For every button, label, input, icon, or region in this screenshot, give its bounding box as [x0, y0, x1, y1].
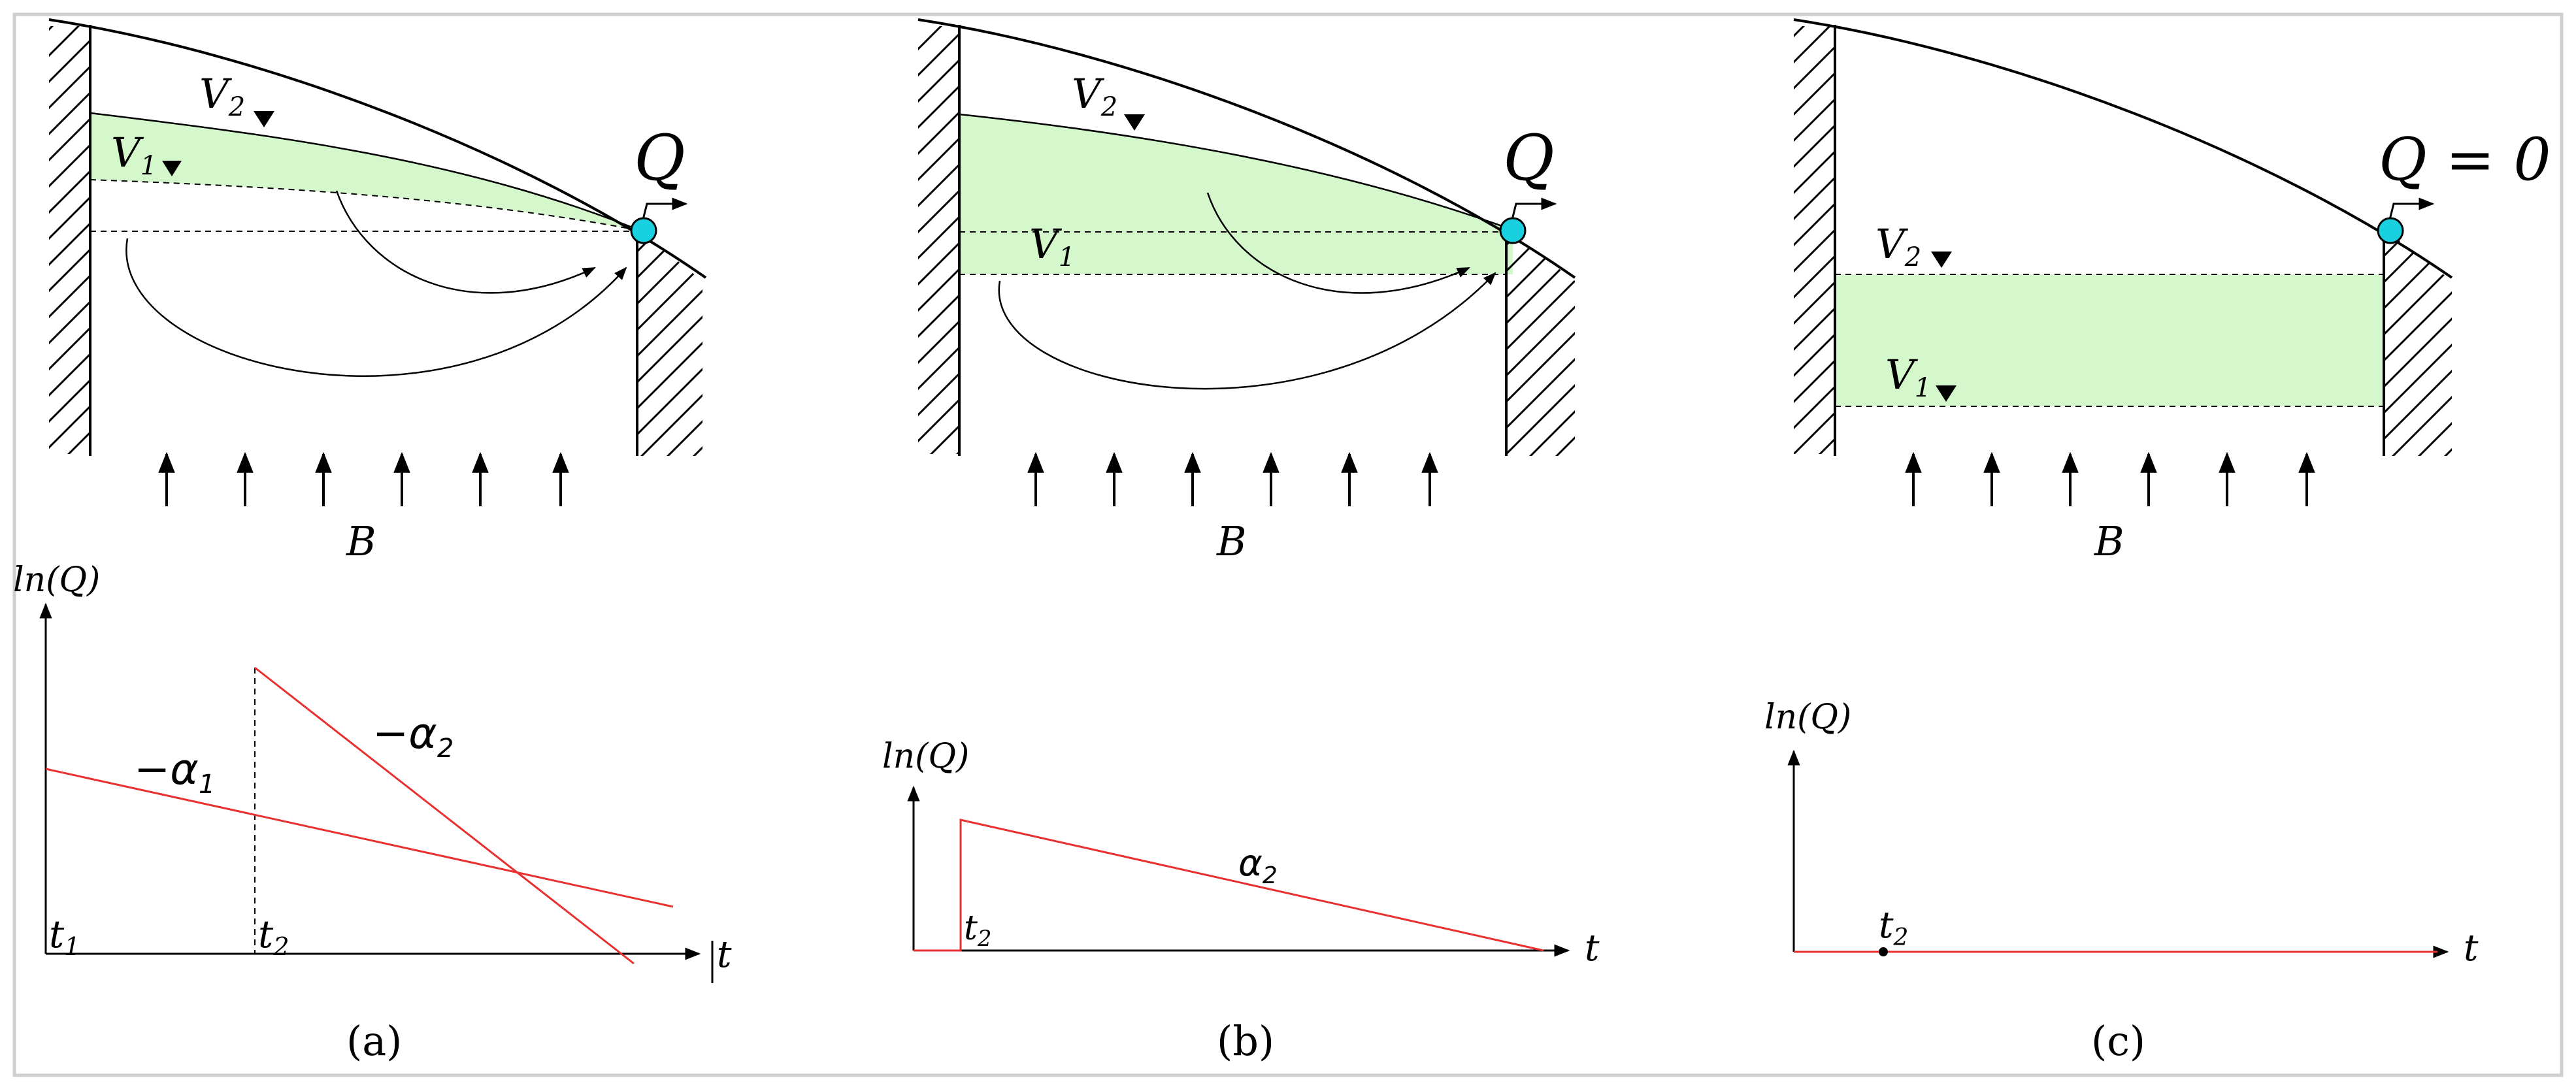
- right-wall-hatch-b: [1506, 229, 1575, 456]
- water-body-c: [1835, 274, 2384, 406]
- plot-c-caption: (c): [2091, 1017, 2145, 1065]
- ground-surface-c: [1793, 18, 2453, 279]
- flow-arrow-long-b: [998, 272, 1496, 390]
- label-q-a: Q: [634, 122, 685, 195]
- marker-v2-b: [1124, 114, 1145, 131]
- marker-v2-c: [1931, 252, 1952, 268]
- left-wall-hatch-c: [1794, 26, 1835, 454]
- label-v2-c: V2: [1875, 220, 1921, 272]
- label-q-c: Q = 0: [2379, 125, 2551, 194]
- right-wall-hatch-a: [637, 229, 702, 456]
- plot-b: ln(Q) t t2 α2 (b): [882, 737, 1600, 1065]
- panel-c-aquifer: V2 V1 Q = 0 B: [1793, 18, 2551, 565]
- plot-c: ln(Q) t t2 (c): [1764, 698, 2479, 1065]
- plot-c-t2-point: [1879, 947, 1888, 956]
- flow-arrow-long-a: [125, 238, 627, 377]
- water-table-v2-b: [959, 113, 1513, 231]
- plot-b-caption: (b): [1217, 1017, 1274, 1065]
- plot-a: ln(Q) t t1 t2 −α1 −α2 (a): [13, 561, 732, 1065]
- recharge-arrows-a: [158, 451, 569, 506]
- plot-a-caption: (a): [346, 1017, 402, 1065]
- plot-a-slope2: −α2: [372, 708, 454, 764]
- ground-surface-b: [917, 18, 1576, 279]
- marker-v1-c: [1936, 385, 1957, 402]
- label-v1-b: V1: [1029, 220, 1075, 272]
- figure-frame: [12, 12, 2564, 1077]
- outlet-arrow-c: [2388, 197, 2435, 223]
- plot-b-xlabel: t: [1585, 927, 1600, 969]
- plot-b-line: [914, 819, 1544, 952]
- label-v1-a: V1: [111, 129, 157, 181]
- outlet-node-b: [1499, 217, 1527, 244]
- marker-v1-a: [162, 161, 182, 176]
- outlet-arrow-a: [641, 197, 688, 223]
- left-wall-hatch-a: [49, 26, 90, 454]
- plot-c-ylabel: ln(Q): [1764, 698, 1851, 737]
- plot-a-slope1: −α1: [134, 744, 215, 800]
- panel-b-aquifer: V2 V1 Q B: [917, 18, 1576, 565]
- flow-arrow-short-a: [335, 190, 596, 294]
- label-b-a: B: [346, 517, 376, 565]
- outlet-arrow-b: [1510, 197, 1557, 223]
- label-b-c: B: [2094, 517, 2124, 565]
- water-table-v2-a: [90, 112, 641, 232]
- label-v2-a: V2: [199, 70, 245, 122]
- plot-a-tick-t2: t2: [258, 912, 289, 961]
- plot-b-ylabel: ln(Q): [882, 737, 969, 776]
- plot-b-tick-t2: t2: [964, 909, 992, 952]
- outlet-node-a: [630, 217, 657, 244]
- label-q-b: Q: [1503, 122, 1555, 195]
- plot-a-line-alpha2: [254, 666, 635, 965]
- recharge-arrows-b: [1027, 451, 1438, 506]
- plot-c-tick-t2: t2: [1879, 904, 1908, 951]
- left-wall-hatch-b: [918, 26, 959, 454]
- plot-a-line-alpha1: [45, 768, 674, 908]
- water-table-v1-a: [90, 179, 641, 231]
- plot-a-ylabel: ln(Q): [13, 561, 100, 600]
- label-v2-b: V2: [1072, 70, 1117, 122]
- plot-b-slope: α2: [1238, 842, 1278, 889]
- plot-a-tick-t1: t1: [49, 912, 80, 961]
- water-lens-a: [90, 113, 640, 231]
- label-v1-c: V1: [1885, 351, 1931, 403]
- water-body-b: [959, 114, 1513, 274]
- plot-c-xlabel: t: [2464, 927, 2479, 969]
- recharge-arrows-c: [1905, 451, 2315, 506]
- outlet-node-c: [2377, 217, 2404, 244]
- plot-a-xlabel: t: [717, 934, 732, 976]
- label-b-b: B: [1216, 517, 1247, 565]
- panel-a-aquifer: V2 V1 Q B: [48, 18, 707, 565]
- right-wall-hatch-c: [2384, 229, 2452, 456]
- marker-v2-a: [254, 111, 274, 127]
- flow-arrow-short-b: [1206, 192, 1470, 294]
